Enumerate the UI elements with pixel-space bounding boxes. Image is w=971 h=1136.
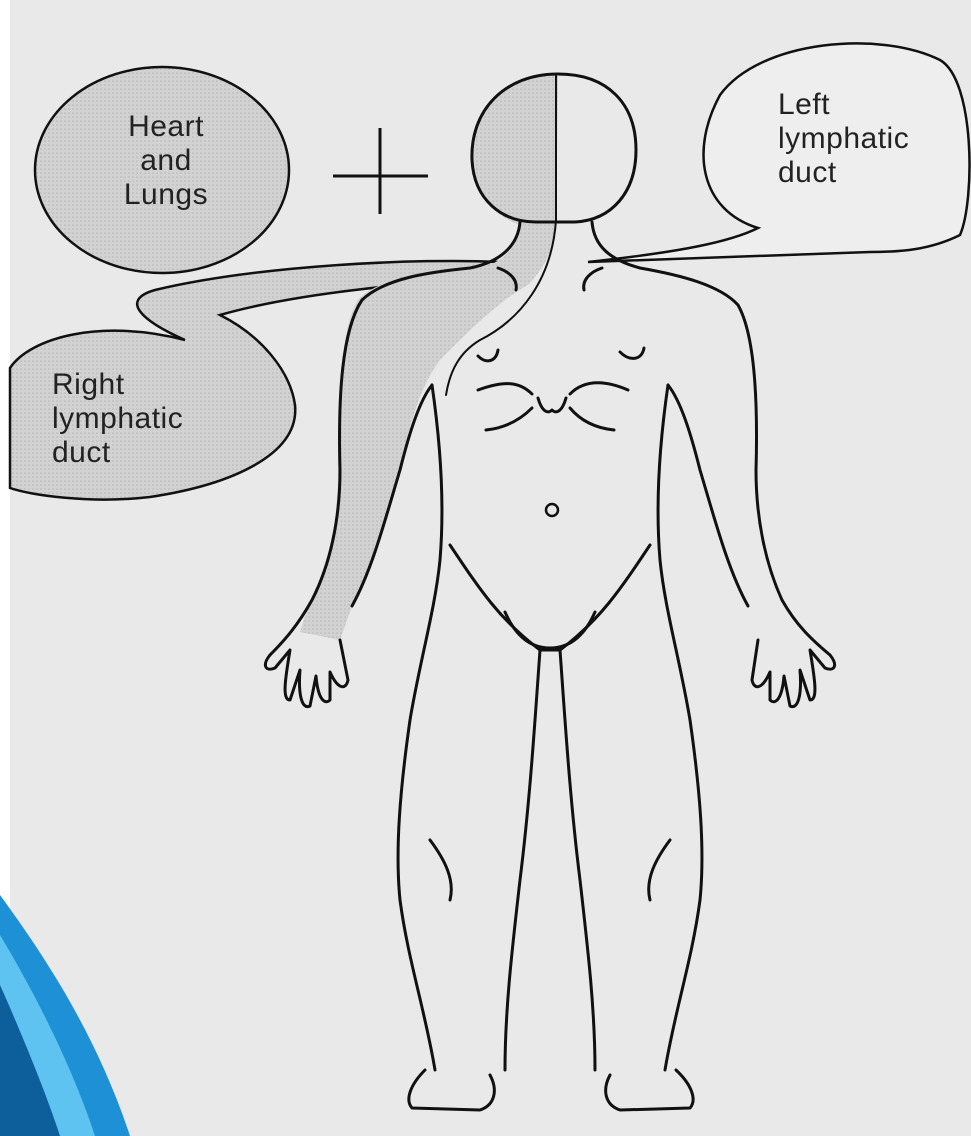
corner-accent	[0, 895, 130, 1136]
heart-lungs-line-1: Heart	[86, 110, 246, 144]
plus-sign	[333, 128, 428, 214]
left-duct-label: Left lymphatic duct	[778, 88, 909, 190]
right-duct-line-3: duct	[52, 436, 183, 470]
heart-lungs-line-2: and	[86, 144, 246, 178]
heart-lungs-line-3: Lungs	[86, 178, 246, 212]
right-duct-line-1: Right	[52, 368, 183, 402]
right-duct-label: Right lymphatic duct	[52, 368, 183, 470]
heart-lungs-label: Heart and Lungs	[86, 110, 246, 212]
left-duct-line-1: Left	[778, 88, 909, 122]
left-duct-line-3: duct	[778, 156, 909, 190]
right-duct-line-2: lymphatic	[52, 402, 183, 436]
shaded-right-side	[300, 76, 558, 640]
left-duct-line-2: lymphatic	[778, 122, 909, 156]
